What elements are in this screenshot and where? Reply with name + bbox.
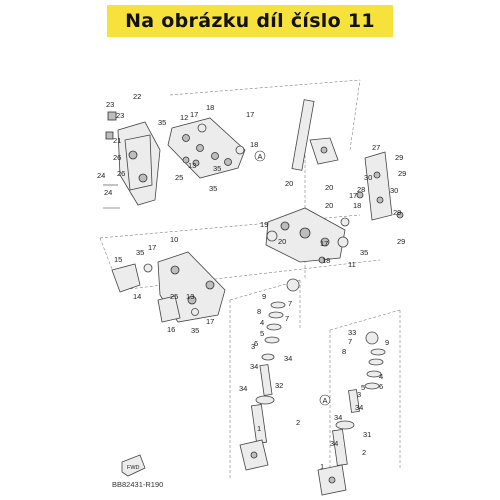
part-label: 29 (397, 237, 405, 246)
part-label: 11 (348, 260, 356, 269)
part-label: 17 (190, 110, 198, 119)
part-label: 20 (325, 201, 333, 210)
part-label: 31 (363, 430, 371, 439)
part-label: 18 (206, 103, 214, 112)
part-label: 34 (284, 354, 292, 363)
part-label: 8 (257, 307, 261, 316)
part-label: 9 (385, 338, 389, 347)
part-label: 1 (257, 424, 261, 433)
callout-a-1-text: A (258, 152, 263, 161)
part-label: 17 (320, 239, 328, 248)
left-arm (111, 251, 226, 323)
part-label: 18 (322, 256, 330, 265)
callout-a-2-text: A (323, 396, 328, 405)
part-label: 6 (379, 382, 383, 391)
part-label: 18 (250, 140, 258, 149)
reference-code: BB82431-R190 (112, 480, 164, 489)
part-label: 9 (262, 292, 266, 301)
part-label: 20 (325, 183, 333, 192)
part-label: 32 (275, 381, 283, 390)
part-label: 4 (379, 372, 383, 381)
part-label: 17 (148, 243, 156, 252)
part-label: 35 (191, 326, 199, 335)
part-label: 3 (357, 390, 361, 399)
part-label: 35 (158, 118, 166, 127)
callout-a-2: A (319, 394, 331, 406)
part-label: 2 (362, 448, 366, 457)
banner-title: Na obrázku díl číslo 11 (107, 5, 393, 37)
part-label: 29 (393, 208, 401, 217)
part-label: 15 (114, 255, 122, 264)
part-label: 10 (170, 235, 178, 244)
part-label: 34 (355, 403, 363, 412)
part-label: 4 (260, 318, 264, 327)
part-label: 23 (116, 111, 124, 120)
part-label: 29 (398, 169, 406, 178)
part-label: 13 (186, 292, 194, 301)
part-label: 3 (251, 342, 255, 351)
part-label: 6 (254, 339, 258, 348)
part-label: 7 (285, 314, 289, 323)
upper-bracket (167, 117, 246, 179)
part-label: 34 (334, 413, 342, 422)
part-label: 26 (117, 169, 125, 178)
part-label: 35 (209, 184, 217, 193)
fwd-arrow-icon: FWD (121, 454, 146, 477)
part-label: 18 (353, 201, 361, 210)
part-label: 25 (170, 292, 178, 301)
part-label: 35 (213, 164, 221, 173)
part-label: 14 (133, 292, 141, 301)
banner: Na obrázku díl číslo 11 (0, 0, 500, 42)
part-label: 35 (136, 248, 144, 257)
part-label: 7 (348, 337, 352, 346)
part-label: 21 (113, 136, 121, 145)
part-label: 27 (372, 143, 380, 152)
lower-triple-clamp (265, 207, 350, 264)
part-label: 29 (395, 153, 403, 162)
right-fork (317, 331, 386, 496)
part-label: 24 (97, 171, 105, 180)
part-label: 17 (349, 191, 357, 200)
upper-shaft (291, 99, 339, 171)
part-label: 1 (320, 462, 324, 471)
part-label: 20 (285, 179, 293, 188)
part-label: 17 (246, 110, 254, 119)
part-label: 22 (133, 92, 141, 101)
part-label: 30 (390, 186, 398, 195)
part-label: 25 (175, 173, 183, 182)
part-label: 20 (278, 237, 286, 246)
right-bracket (356, 151, 404, 221)
part-label: 13 (188, 161, 196, 170)
left-fork (239, 278, 300, 471)
part-label: 5 (260, 329, 264, 338)
part-label: 34 (250, 362, 258, 371)
part-label: 23 (106, 100, 114, 109)
part-label: 12 (180, 113, 188, 122)
part-label: 19 (260, 220, 268, 229)
part-label: 34 (330, 439, 338, 448)
part-label: 28 (357, 185, 365, 194)
part-label: 30 (364, 173, 372, 182)
part-label: 8 (342, 347, 346, 356)
part-label: 34 (239, 384, 247, 393)
fwd-label: FWD (127, 465, 140, 471)
part-label: 24 (104, 188, 112, 197)
part-label: 35 (360, 248, 368, 257)
left-bracket (103, 111, 161, 209)
part-label: 2 (296, 418, 300, 427)
part-label: 16 (167, 325, 175, 334)
part-label: 33 (348, 328, 356, 337)
callout-a-1: A (254, 150, 266, 162)
part-label: 7 (288, 299, 292, 308)
part-label: 26 (113, 153, 121, 162)
part-label: 17 (206, 317, 214, 326)
part-label: 5 (361, 383, 365, 392)
